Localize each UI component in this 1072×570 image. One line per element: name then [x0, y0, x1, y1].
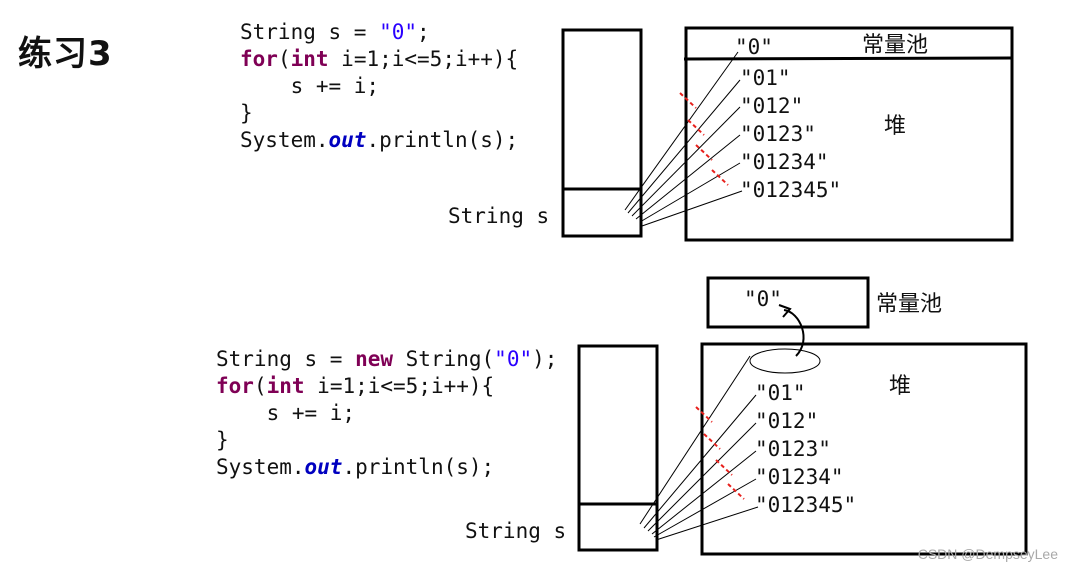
code-token: int	[290, 47, 329, 71]
code-line: System.out.println(s);	[240, 127, 518, 154]
heap-string-value: "0123"	[755, 437, 831, 461]
heap-string-value: "01"	[755, 381, 806, 405]
code-token: "0"	[379, 20, 418, 44]
heap-string-value: "012345"	[740, 178, 842, 202]
code-line: }	[216, 427, 557, 454]
stack-label-2: String s	[465, 519, 567, 543]
code-token: ;	[417, 20, 430, 44]
pool-label-2: 常量池	[876, 292, 943, 317]
heap-string-value: "01"	[740, 66, 791, 90]
code-token: out	[328, 128, 367, 152]
string-object-ellipse	[749, 348, 821, 374]
pool-box-2	[706, 276, 870, 329]
code-line: s += i;	[216, 400, 557, 427]
code-token: String s =	[240, 20, 380, 44]
cross-marks-1	[679, 92, 729, 186]
heap-box-1	[684, 26, 1014, 242]
code-line: String s = new String("0");	[216, 346, 557, 373]
heap-string-value: "01234"	[755, 465, 844, 489]
pool-label-1: 常量池	[862, 33, 929, 58]
code-token: i=1;i<=5;i++){	[304, 374, 495, 398]
heap-string-value: "0123"	[740, 122, 816, 146]
pool-value-1: "0"	[735, 35, 773, 59]
code-token: (	[277, 47, 291, 71]
cross-marks-2	[695, 406, 745, 500]
code-block-2: String s = new String("0");for(int i=1;i…	[216, 346, 557, 481]
code-token: int	[266, 374, 305, 398]
heap-string-value: "012345"	[755, 493, 857, 517]
heap-box-2	[700, 342, 1028, 556]
code-token: (	[253, 374, 267, 398]
code-line: for(int i=1;i<=5;i++){	[240, 46, 518, 73]
pool-divider-1	[683, 56, 1013, 61]
code-token: String s =	[216, 347, 356, 371]
reference-lines-2	[639, 355, 759, 541]
code-token: .println(s);	[366, 128, 519, 152]
stack-label-1: String s	[448, 204, 550, 228]
code-line: for(int i=1;i<=5;i++){	[216, 373, 557, 400]
code-token: for	[240, 47, 278, 71]
code-token: }	[216, 428, 229, 452]
code-token: new	[355, 347, 394, 371]
pool-value-2: "0"	[744, 287, 782, 311]
code-token: for	[216, 374, 254, 398]
code-line: System.out.println(s);	[216, 454, 557, 481]
heap-label-1: 堆	[884, 114, 907, 139]
code-token: }	[240, 101, 253, 125]
code-token: System.	[216, 455, 305, 479]
heap-string-value: "012"	[755, 409, 819, 433]
code-token: "0"	[494, 347, 533, 371]
code-token: i=1;i<=5;i++){	[328, 47, 519, 71]
code-line: }	[240, 100, 518, 127]
code-token: );	[532, 347, 558, 371]
code-token: .println(s);	[342, 455, 495, 479]
heap-label-2: 堆	[889, 374, 912, 399]
page-title: 练习3	[18, 34, 113, 74]
code-line: s += i;	[240, 73, 518, 100]
heap-string-value: "01234"	[740, 150, 829, 174]
code-token: s += i;	[216, 401, 356, 425]
reference-lines-1	[624, 51, 743, 227]
stack-frame-1	[561, 28, 643, 238]
code-token: System.	[240, 128, 329, 152]
code-token: s += i;	[240, 74, 380, 98]
heap-string-value: "012"	[740, 94, 804, 118]
code-line: String s = "0";	[240, 19, 518, 46]
stack-frame-2	[577, 344, 659, 552]
watermark: CSDN @DempseyLee	[917, 546, 1058, 562]
code-token: out	[304, 455, 343, 479]
code-block-1: String s = "0";for(int i=1;i<=5;i++){ s …	[240, 19, 518, 154]
code-token: String(	[393, 347, 495, 371]
